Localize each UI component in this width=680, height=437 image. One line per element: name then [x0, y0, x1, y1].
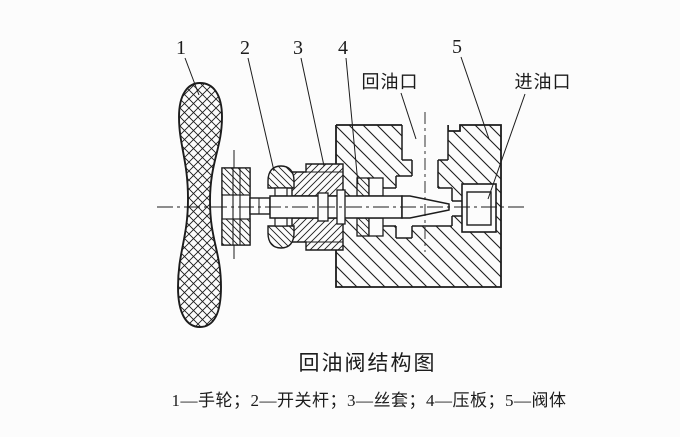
inlet-oil-chamber: [461, 183, 497, 233]
port-labels: 回油口 进油口: [362, 72, 572, 92]
callout-4: 4: [338, 37, 348, 59]
leader-4: [345, 57, 359, 185]
leader-inlet-port: [487, 93, 526, 200]
callout-5: 5: [452, 36, 462, 58]
callout-1: 1: [176, 37, 186, 59]
leader-1: [184, 57, 200, 96]
leader-lines: [184, 56, 526, 200]
pressure-plate: [356, 177, 384, 237]
return-port-label: 回油口: [362, 72, 419, 92]
stem-collar: [267, 165, 295, 249]
centerlines: [157, 112, 525, 252]
handwheel-hub: [221, 150, 251, 259]
thread-sleeve: [291, 163, 344, 251]
leader-return-port: [400, 92, 417, 140]
seat-orifice: [452, 201, 462, 216]
callout-2: 2: [240, 37, 250, 59]
handwheel: [177, 82, 223, 328]
figure-caption: 1—手轮；2—开关杆；3—丝套；4—压板；5—阀体: [171, 391, 567, 410]
callout-numbers: 1 2 3 4 5: [176, 36, 462, 59]
callout-3: 3: [293, 37, 303, 59]
figure-title: 回油阀结构图: [298, 351, 437, 375]
leader-5: [460, 56, 490, 140]
leader-2: [247, 57, 275, 172]
inlet-port-label: 进油口: [515, 72, 572, 92]
needle-cone: [401, 195, 450, 219]
leader-3: [300, 57, 325, 167]
